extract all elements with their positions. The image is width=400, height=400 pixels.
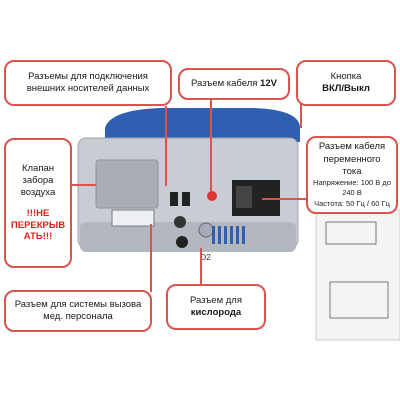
leader-air (70, 184, 96, 186)
nurse-call-port (174, 216, 186, 228)
callout-air-valve: Клапан забора воздуха !!!НЕ ПЕРЕКРЫВ АТЬ… (4, 138, 72, 268)
leader-nurse (150, 224, 152, 292)
leader-button (300, 88, 302, 128)
usb-port-2 (182, 192, 190, 206)
oxygen-port (176, 236, 188, 248)
air-intake-panel (95, 159, 159, 209)
leader-oxygen (200, 248, 202, 284)
callout-power-button: Кнопка ВКЛ/Выкл (296, 60, 396, 106)
callout-nurse-call: Разъем для системы вызова мед. персонала (4, 290, 152, 332)
callout-media-ports: Разъемы для подключения внешних носителе… (4, 60, 172, 106)
usb-port-1 (170, 192, 178, 206)
leader-12v (210, 100, 212, 192)
label-sticker (111, 209, 155, 227)
callout-ac-cable: Разъем кабеля переменного тока Напряжени… (306, 136, 398, 214)
o2-label: O2 (200, 253, 211, 262)
leader-ac (262, 198, 312, 200)
inset-diagram (315, 209, 400, 341)
device-top-cover (105, 108, 300, 142)
leader-media (165, 106, 167, 186)
power-indicator (207, 191, 217, 201)
callout-oxygen: Разъем для кислорода (166, 284, 266, 330)
callout-12v: Разъем кабеля 12V (178, 68, 290, 100)
vent-grille (212, 226, 245, 244)
power-switch (236, 186, 252, 208)
